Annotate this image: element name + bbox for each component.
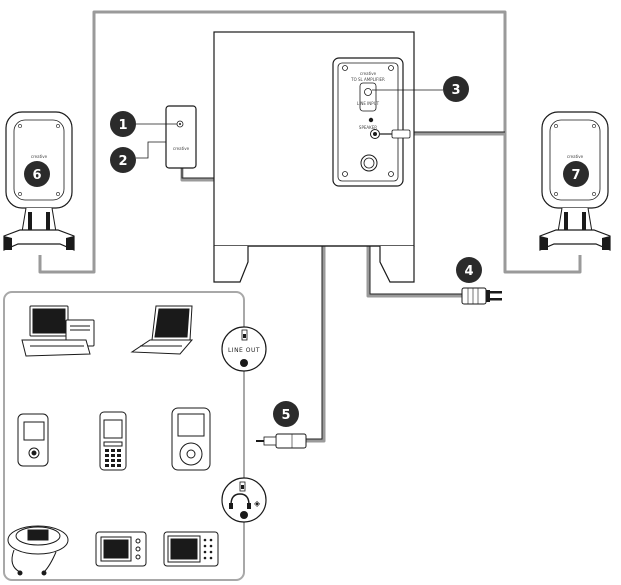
headphone-jack-icon [240,511,248,519]
portable-tv-icon [163,531,219,567]
left-speaker-brand: creative [31,154,48,159]
line-input-jack-icon[interactable] [368,117,374,123]
right-speaker-brand: creative [567,154,584,159]
audio-plug [256,433,307,449]
headphone-out-badge: ◈ [221,477,267,523]
desktop-pc-icon [21,305,95,357]
subwoofer [213,31,415,283]
callout-2: 2 [110,147,136,173]
subwoofer-rear-panel: creative TO SL AMPLIFIER LINE INPUT SPEA… [332,57,404,187]
callout-5: 5 [273,401,299,427]
callout-3-number: 3 [451,83,460,98]
callout-7: 7 [563,161,589,187]
source-devices-panel: LINE OUT [3,291,267,581]
left-speaker: creative [3,111,75,251]
portable-dvd-icon [95,531,147,567]
callout-7-number: 7 [571,168,580,183]
speaker-out-label: SPEAKER [359,125,377,130]
callout-1: 1 [110,111,136,137]
callout-5-number: 5 [281,408,290,423]
mp3-player-icon [17,413,49,467]
headphone-icon [230,493,250,506]
callout-6: 6 [24,161,50,187]
subwoofer-model: TO SL AMPLIFIER [350,77,385,82]
laptop-icon [130,305,194,355]
power-switch-icon[interactable] [364,88,372,96]
power-plug [461,287,502,305]
cd-player-icon [7,525,69,576]
line-out-jack-icon [240,359,248,367]
line-out-badge: LINE OUT [221,326,267,372]
callout-3: 3 [443,76,469,102]
callout-6-number: 6 [32,168,41,183]
callout-4-number: 4 [464,264,473,279]
mobile-phone-icon [99,411,127,471]
line-out-label: LINE OUT [228,347,260,354]
speaker-out-plug [380,129,411,139]
speaker-cable-loop [38,10,582,274]
control-pod-brand: creative [173,146,190,151]
subwoofer-brand: creative [360,71,377,76]
line-input-label: LINE INPUT [357,101,380,106]
callout-1-number: 1 [118,118,127,133]
callout-4: 4 [456,257,482,283]
audio-out-wave-icon: ◈ [254,499,261,508]
control-pod: creative [165,105,197,169]
callout-2-number: 2 [118,154,127,169]
media-player-icon [171,407,211,471]
